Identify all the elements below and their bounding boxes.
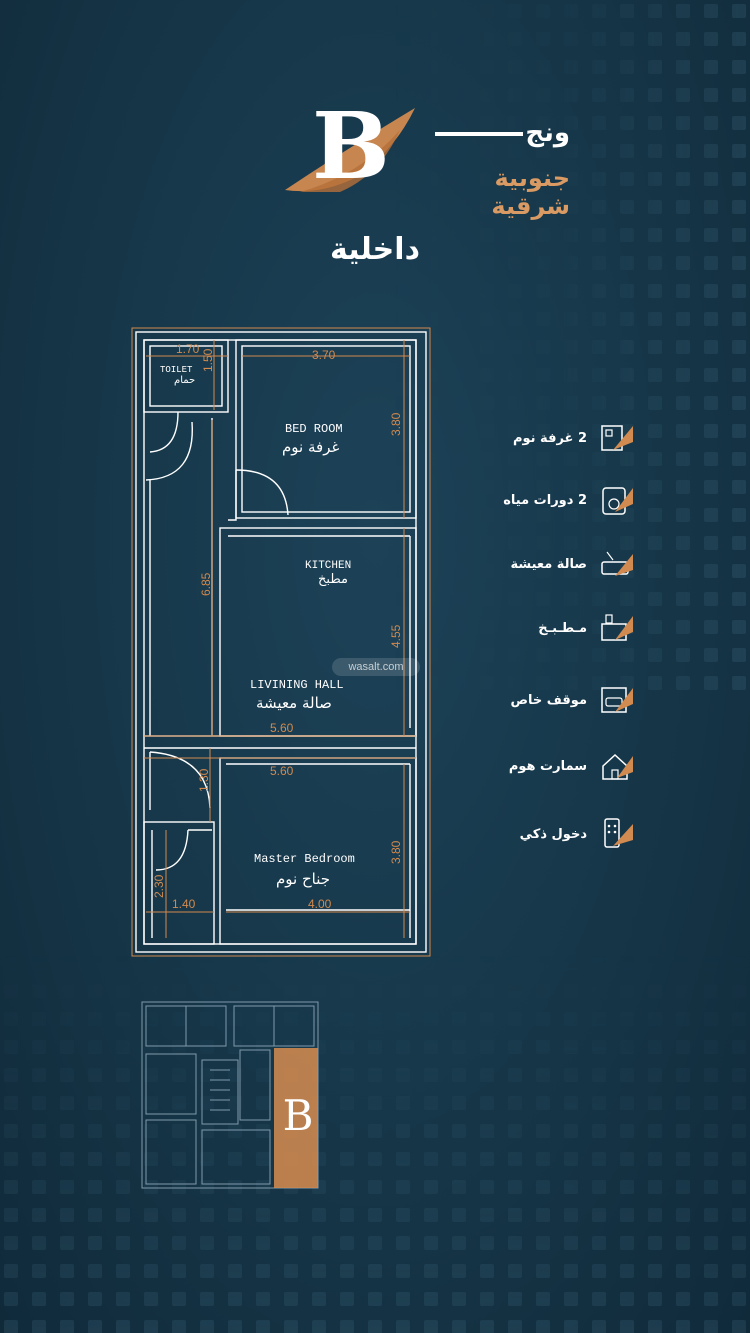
page-subtitle: داخلية [330,232,420,267]
feature-bedrooms: 2 غرفة نوم [480,418,635,458]
title-bar [435,131,524,136]
dim-bedroom-width: 3.70 [312,348,336,362]
watermark: wasalt.com [332,658,420,676]
feature-bathrooms: 2 دورات مياه [480,480,635,520]
dim-master-depth: 3.80 [389,840,403,864]
key-plan-letter: B [282,1091,314,1140]
toilet-label-en: TOILET [160,365,193,375]
bathroom-icon [602,487,633,515]
feature-label: موقف خاص [510,692,587,708]
dim-living-width: 5.60 [270,721,294,735]
kitchen-icon [601,614,633,641]
feature-living: صالة معيشة [480,544,635,584]
dim-bath2-depth: 2.30 [152,874,166,898]
toilet-label-ar: حمام [174,375,195,386]
feature-label: 2 غرفة نوم [512,430,587,446]
feature-label: صالة معيشة [510,556,587,572]
feature-label: دخول ذكي [519,826,587,842]
living-label-en: LIVINING HALL [250,678,344,692]
master-label-ar: جناح نوم [276,870,330,888]
dim-toilet-depth: 1.50 [201,348,215,372]
dim-bedroom-depth: 3.80 [389,412,403,436]
key-plan [141,1001,319,1189]
sofa-icon [601,551,633,576]
smart-home-icon [602,753,633,780]
kitchen-label-en: KITCHEN [305,560,351,572]
bedroom-label-en: BED ROOM [285,422,343,436]
dim-bath2-width: 1.40 [172,897,196,911]
master-label-en: Master Bedroom [254,852,355,866]
model-word: ونج [525,118,570,148]
dim-entry-depth: 1.30 [197,768,211,792]
dim-master-top-width: 5.60 [270,764,294,778]
logo-letter: B [312,92,390,200]
orientation-label: جنوبية شرقية [491,164,570,220]
logo-swoosh [285,108,415,192]
feature-parking: موقف خاص [480,680,635,720]
unit-b-highlight [274,1048,318,1188]
dim-kitchen-depth: 4.55 [389,624,403,648]
feature-smart-entry: دخول ذكي [480,814,635,854]
bedroom-icon [601,425,633,451]
dim-master-width: 4.00 [308,897,332,911]
living-label-ar: صالة معيشة [256,694,332,712]
feature-label: مـطـبـخ [538,620,587,636]
feature-smart-home: سمارت هوم [480,746,635,786]
feature-kitchen: مـطـبـخ [480,608,635,648]
smart-lock-icon [604,818,633,848]
feature-label: 2 دورات مياه [503,492,587,508]
floor-plan: TOILET حمام BED ROOM غرفة نوم KITCHEN مط… [131,327,431,957]
model-title: ونج [430,118,570,148]
dim-corridor-length: 6.85 [199,572,213,596]
dim-toilet-width: 1.70 [176,342,200,356]
bedroom-label-ar: غرفة نوم [282,438,339,456]
feature-label: سمارت هوم [508,758,587,774]
parking-icon [601,687,633,713]
kitchen-label-ar: مطبخ [318,572,348,587]
